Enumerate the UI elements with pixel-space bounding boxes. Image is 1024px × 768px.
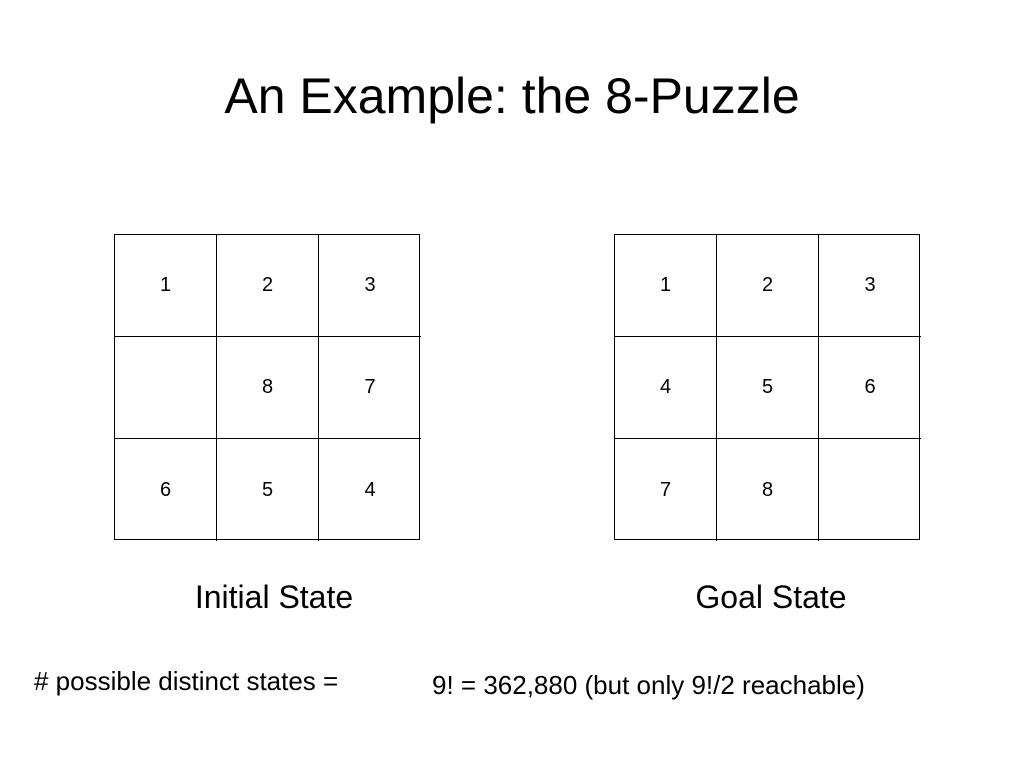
tile: 6 — [819, 337, 921, 439]
tile: 4 — [615, 337, 717, 439]
tile: 2 — [217, 235, 319, 337]
tile: 3 — [319, 235, 421, 337]
tile: 8 — [717, 439, 819, 541]
tile: 6 — [115, 439, 217, 541]
initial-state-grid: 1 2 3 8 7 6 5 4 — [114, 234, 421, 541]
tile: 5 — [217, 439, 319, 541]
tile — [819, 439, 921, 541]
tile: 3 — [819, 235, 921, 337]
slide-title: An Example: the 8-Puzzle — [224, 68, 800, 124]
goal-state-grid: 1 2 3 4 5 6 7 8 — [614, 234, 921, 541]
tile: 5 — [717, 337, 819, 439]
tile: 2 — [717, 235, 819, 337]
tile: 1 — [115, 235, 217, 337]
initial-state-caption: Initial State — [194, 579, 354, 615]
tile: 1 — [615, 235, 717, 337]
tile: 4 — [364, 478, 376, 501]
tile — [115, 337, 217, 439]
tile: 8 — [217, 337, 319, 439]
tile: 7 — [319, 337, 421, 439]
goal-state-caption: Goal State — [695, 579, 847, 615]
distinct-states-label: # possible distinct states = — [34, 666, 339, 696]
tile: 7 — [615, 439, 717, 541]
distinct-states-value: 9! = 362,880 (but only 9!/2 reachable) — [432, 670, 865, 700]
